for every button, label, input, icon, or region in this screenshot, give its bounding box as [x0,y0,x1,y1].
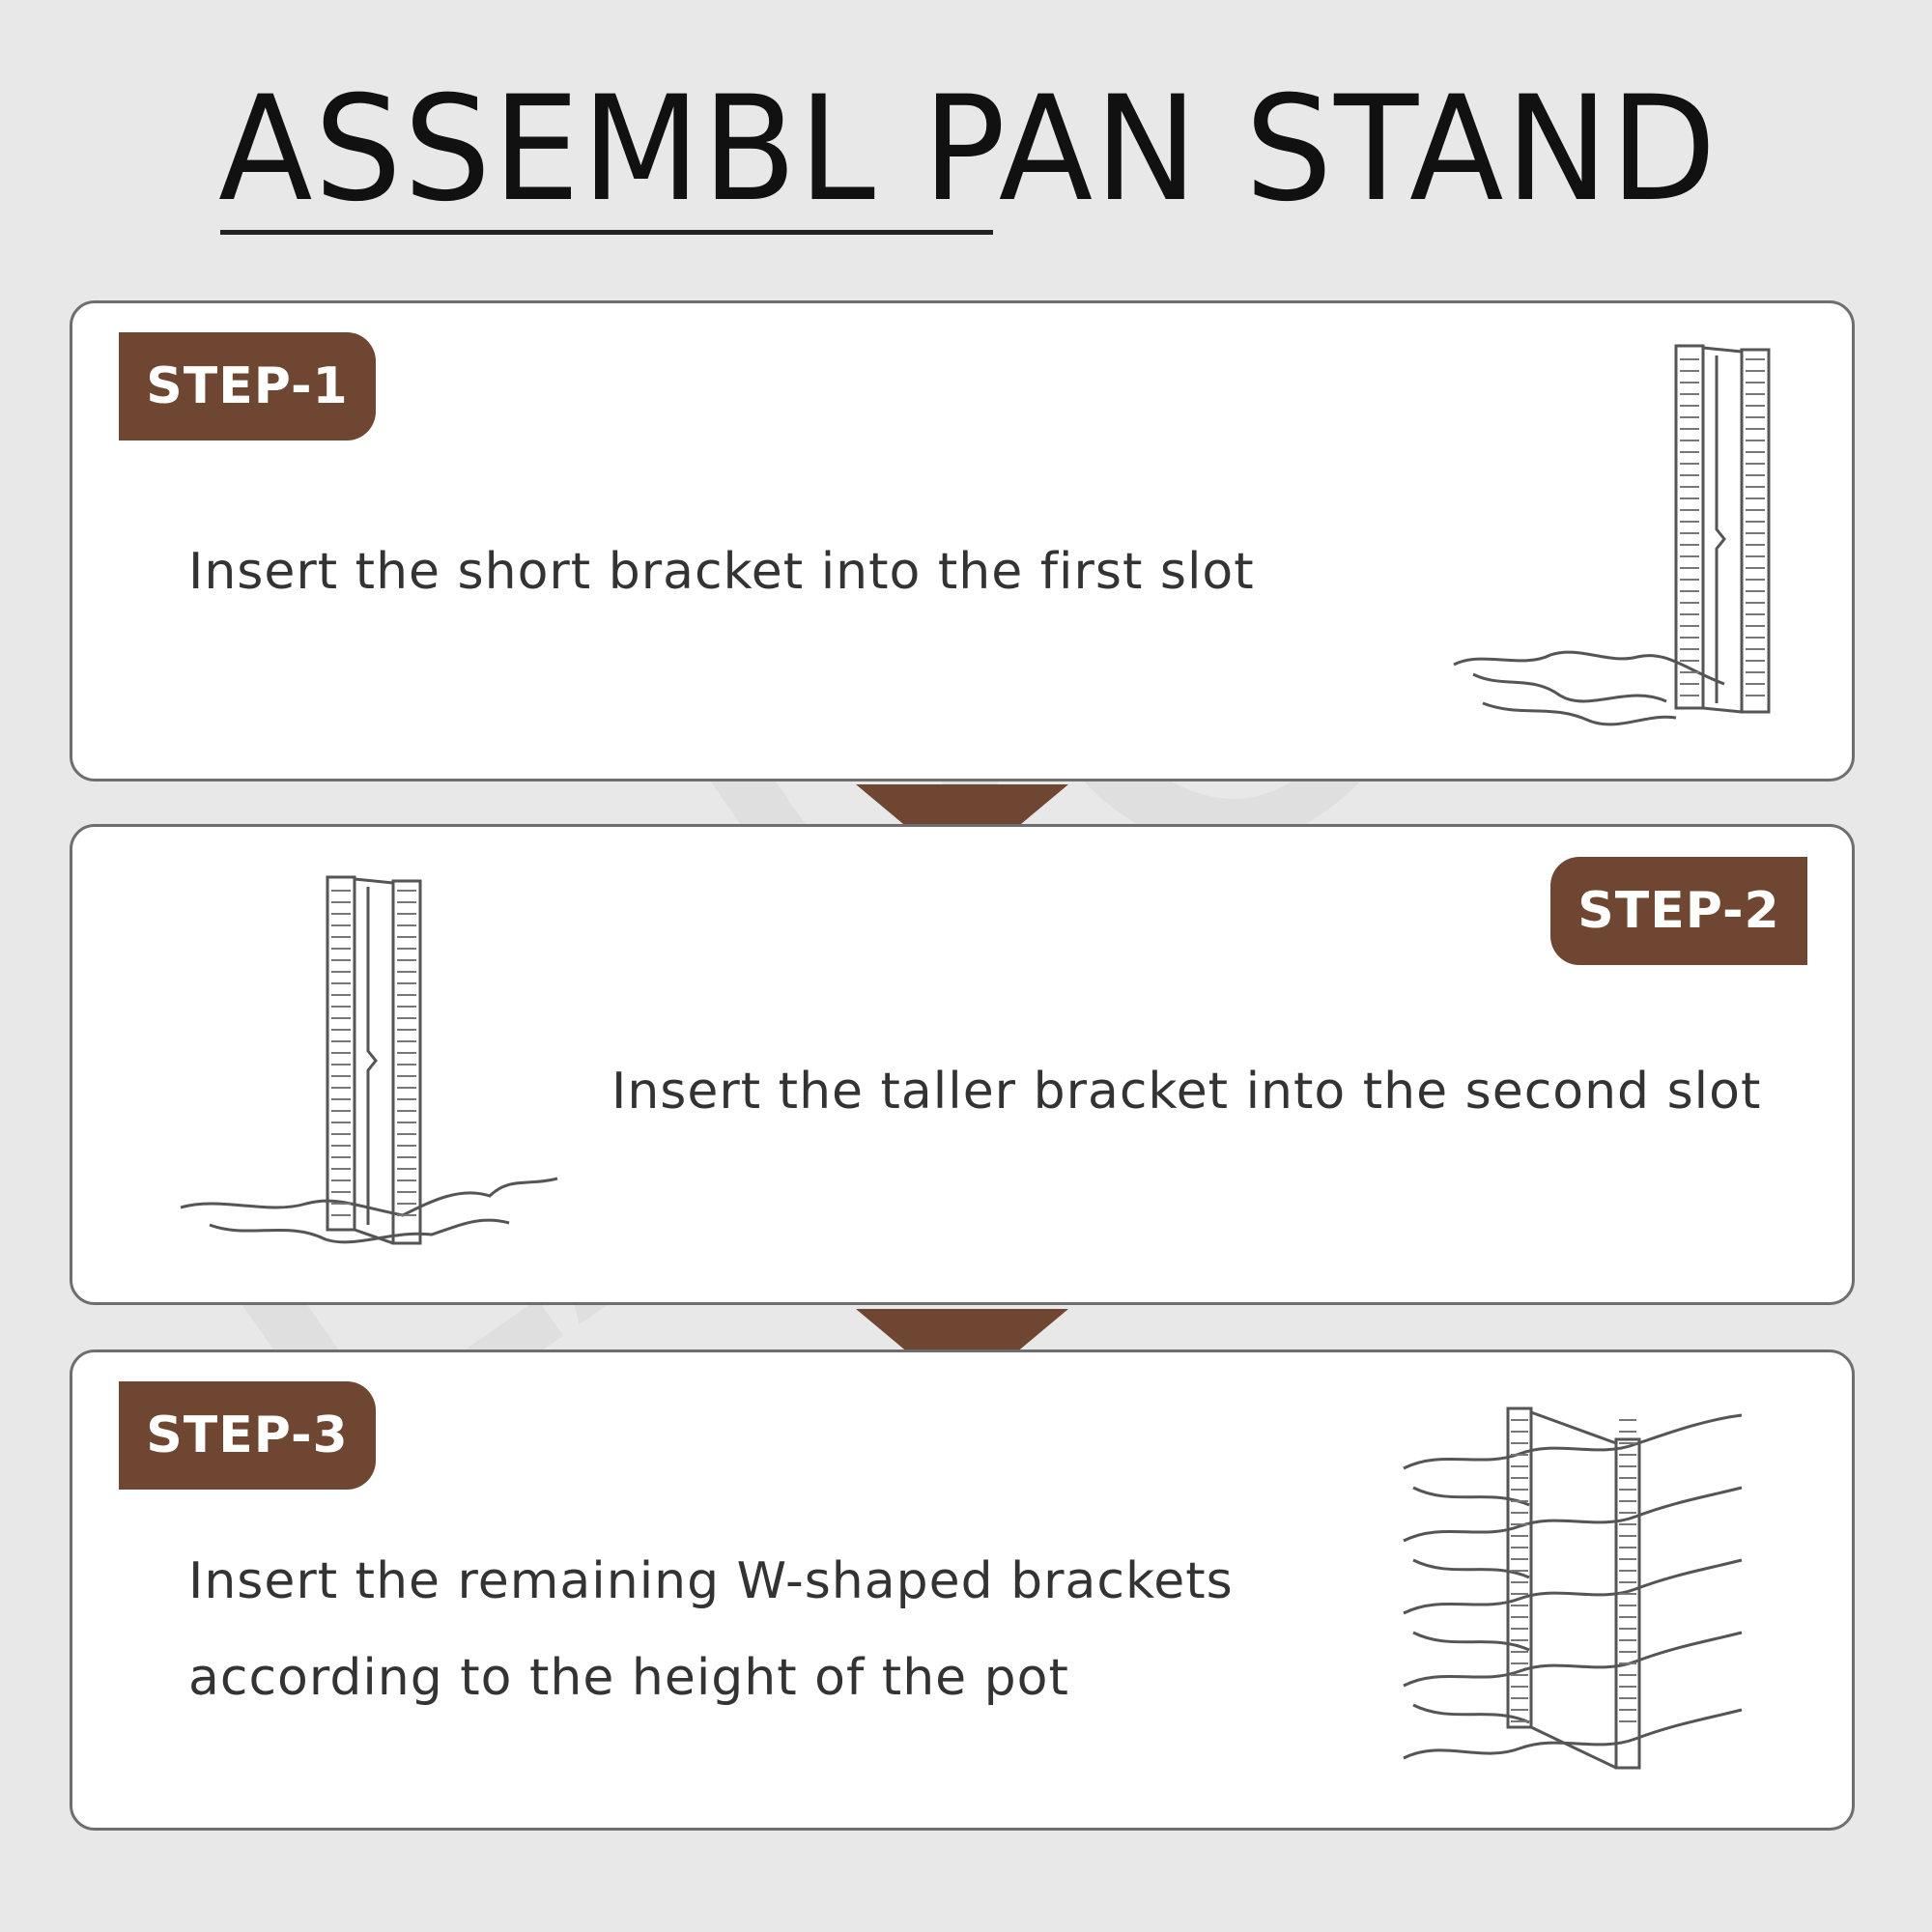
step-2-text: Insert the taller bracket into the secon… [611,1063,1762,1121]
bracket-tall-illustration [180,875,558,1245]
w-bracket-stack-illustration [1403,1406,1743,1770]
step-3-text-line-1: Insert the remaining W-shaped brackets [188,1552,1234,1610]
step-3-badge: STEP-3 [119,1381,376,1490]
bracket-short-illustration: /*ticks*/ [1453,344,1771,726]
step-2-card: STEP-2 Insert the taller bracket into th… [70,824,1855,1305]
step-3-card: STEP-3 Insert the remaining W-shaped bra… [70,1350,1855,1831]
step-2-badge: STEP-2 [1550,857,1807,965]
page-title: ASSEMBL PAN STAND [218,66,1719,234]
step-1-badge: STEP-1 [119,332,376,440]
step-3-text-line-2: according to the height of the pot [188,1649,1069,1707]
step-1-text: Insert the short bracket into the first … [188,543,1255,601]
title-underline [220,230,993,235]
step-1-card: STEP-1 Insert the short bracket into the… [70,300,1855,781]
